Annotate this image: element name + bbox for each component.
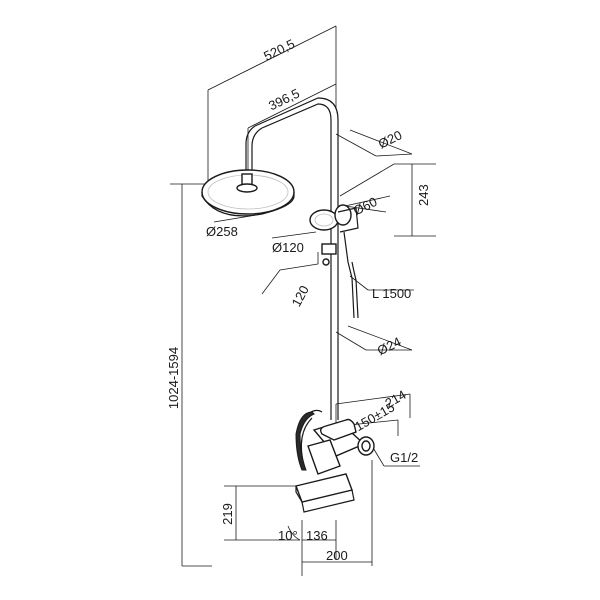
dim-spout-height: 219 [220,503,235,525]
dim-pipe-diameter-top: Ø20 [376,127,405,151]
dim-mixer-width: 200 [326,548,348,563]
riser-pipe [245,97,339,420]
hand-shower [309,204,359,319]
dimension-lines [170,25,436,576]
mixer [295,409,375,513]
overhead-shower [201,169,295,217]
dim-hose-length: L 1500 [372,286,411,301]
dim-handshower-face-diameter: Ø120 [272,240,304,255]
dim-handshower-height: 243 [416,184,431,206]
dim-arm-length: 396,5 [266,86,302,114]
dim-total-height: 1024-1594 [166,347,181,409]
dim-holder-offset: 120 [288,283,311,309]
dim-handshower-head-diameter: Ø60 [351,194,380,218]
dim-spout-angle: 10° [278,528,298,543]
dim-inlet-centres: 150±15 [352,399,397,434]
dim-spout-length: 136 [306,528,328,543]
dim-thread: G1/2 [390,450,418,465]
dimension-labels: 520,5 396,5 Ø20 243 Ø60 Ø258 Ø120 L 1500… [166,36,431,563]
dim-overhead-diameter: Ø258 [206,224,238,239]
dim-total-width: 520,5 [261,36,297,64]
